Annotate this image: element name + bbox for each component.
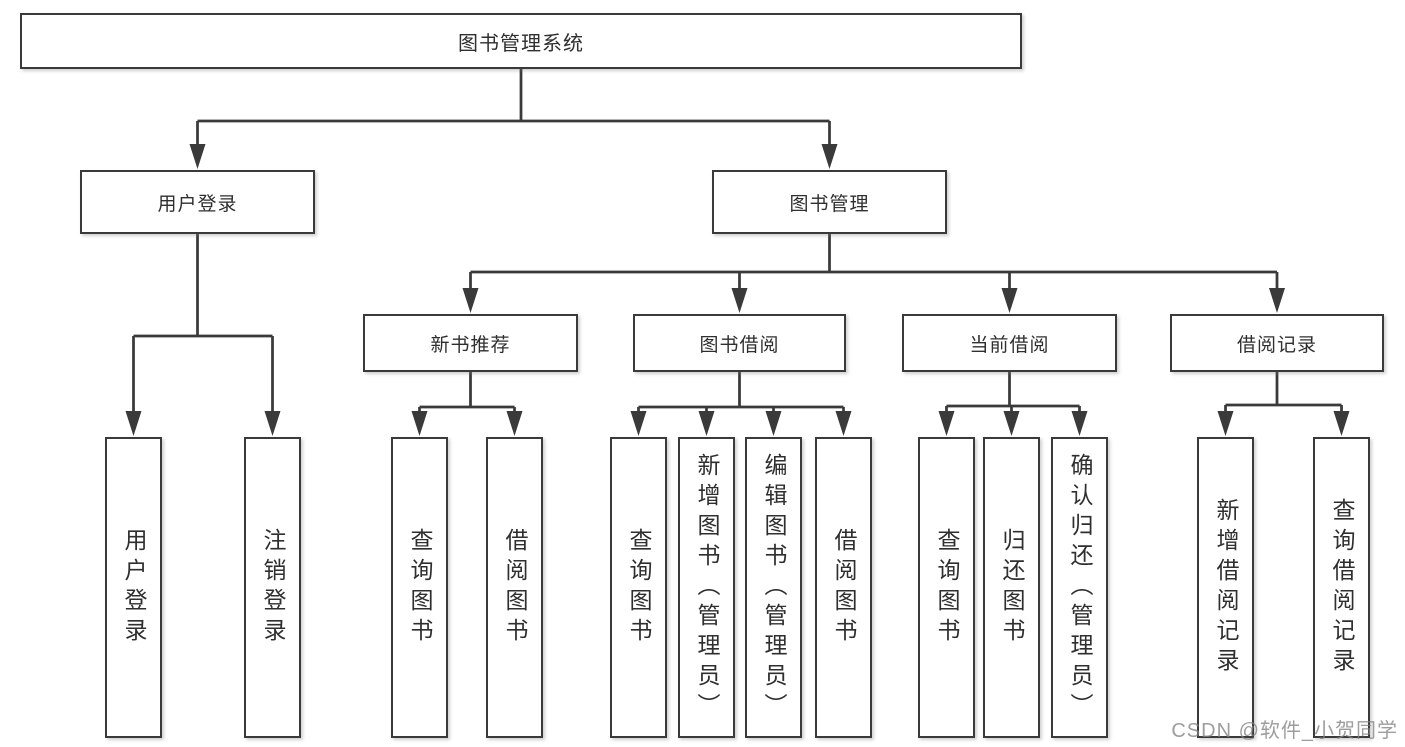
node-root-label: 图书管理系统	[458, 32, 584, 55]
leaf-query-borrow-record-label: 查询借阅记录	[1329, 497, 1355, 678]
node-current-borrow-label: 当前借阅	[969, 334, 1050, 356]
node-user-login-label: 用户登录	[157, 193, 238, 215]
leaf-newbooks-query-books-label: 查询图书	[407, 527, 433, 648]
leaf-newbooks-borrow-books-label: 借阅图书	[502, 527, 528, 648]
node-book-manage-label: 图书管理	[789, 193, 870, 215]
leaf-add-books-admin: 新增图书（管理员）	[678, 437, 735, 738]
node-book-borrow: 图书借阅	[633, 314, 846, 372]
leaf-newbooks-query-books: 查询图书	[391, 437, 448, 738]
leaf-confirm-return-admin-label: 确认归还（管理员）	[1067, 452, 1093, 723]
leaf-borrow-books-label: 借阅图书	[831, 527, 857, 648]
leaf-user-login-label: 用户登录	[121, 527, 147, 648]
leaf-add-books-admin-label: 新增图书（管理员）	[694, 452, 720, 723]
leaf-newbooks-borrow-books: 借阅图书	[486, 437, 543, 738]
leaf-logout: 注销登录	[244, 437, 301, 738]
leaf-edit-books-admin-label: 编辑图书（管理员）	[761, 452, 787, 723]
node-root: 图书管理系统	[20, 13, 1022, 69]
csdn-watermark: CSDN @软件_小贺同学	[1171, 720, 1398, 742]
leaf-logout-label: 注销登录	[260, 527, 286, 648]
node-book-manage: 图书管理	[712, 170, 947, 234]
leaf-user-login: 用户登录	[105, 437, 162, 738]
node-borrow-records: 借阅记录	[1170, 314, 1384, 372]
leaf-add-borrow-record: 新增借阅记录	[1197, 437, 1254, 738]
leaf-borrow-query-books: 查询图书	[610, 437, 667, 738]
leaf-current-query-books: 查询图书	[918, 437, 975, 738]
leaf-query-borrow-record: 查询借阅记录	[1313, 437, 1370, 738]
leaf-edit-books-admin: 编辑图书（管理员）	[745, 437, 802, 738]
node-current-borrow: 当前借阅	[902, 314, 1117, 372]
leaf-borrow-books: 借阅图书	[815, 437, 872, 738]
node-user-login: 用户登录	[80, 170, 315, 234]
node-new-books-label: 新书推荐	[430, 334, 511, 356]
node-book-borrow-label: 图书借阅	[699, 334, 780, 356]
leaf-add-borrow-record-label: 新增借阅记录	[1213, 497, 1239, 678]
node-borrow-records-label: 借阅记录	[1236, 334, 1317, 356]
leaf-return-books-label: 归还图书	[999, 527, 1025, 648]
leaf-borrow-query-books-label: 查询图书	[626, 527, 652, 648]
leaf-current-query-books-label: 查询图书	[934, 527, 960, 648]
leaf-return-books: 归还图书	[983, 437, 1040, 738]
node-new-books: 新书推荐	[363, 314, 578, 372]
leaf-confirm-return-admin: 确认归还（管理员）	[1051, 437, 1108, 738]
